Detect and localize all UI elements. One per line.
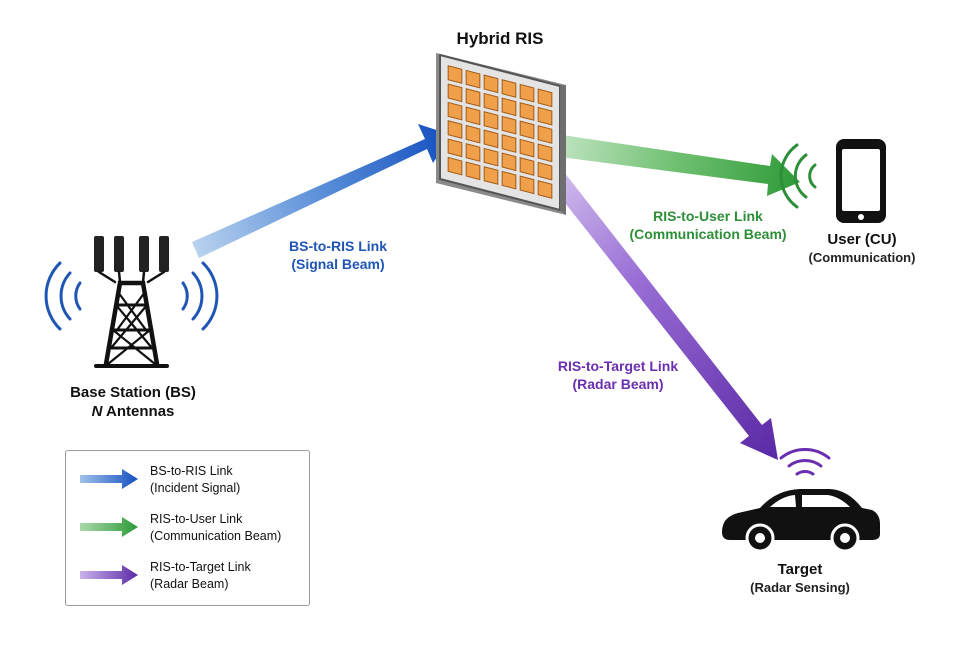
base-station-label: Base Station (BS) N Antennas	[48, 384, 218, 422]
user-label: User (CU) (Communication)	[792, 231, 932, 266]
ris-title: Hybrid RIS	[456, 29, 544, 48]
ris-to-user-label: RIS-to-User Link (Communication Beam)	[618, 208, 798, 243]
smartphone-icon	[836, 139, 886, 223]
ris-element	[519, 157, 535, 176]
wireless-signal-icon	[44, 261, 219, 331]
ris-element	[483, 74, 499, 94]
user-role: (Communication)	[808, 249, 916, 265]
wireless-signal-icon	[779, 143, 817, 209]
wireless-signal-icon	[779, 448, 831, 476]
ris-element	[501, 134, 517, 153]
user-name: User (CU)	[827, 231, 897, 248]
ris-to-target-label-line1: RIS-to-Target Link	[557, 358, 679, 374]
ris-element	[447, 65, 463, 84]
ris-element	[483, 166, 499, 185]
car-icon	[722, 489, 880, 553]
ris-element	[537, 143, 553, 163]
legend-item-bs-to-ris: BS-to-RIS Link (Incident Signal)	[66, 463, 309, 503]
legend-arrow-green	[80, 517, 138, 537]
legend-arrow-purple	[80, 565, 138, 585]
target-role: (Radar Sensing)	[750, 579, 850, 595]
antenna-count-text: Antennas	[102, 402, 175, 420]
base-station-antennas: N Antennas	[48, 403, 218, 422]
antenna-count-variable: N	[91, 402, 103, 420]
ris-element	[447, 156, 463, 176]
legend-arrow-blue	[80, 469, 138, 489]
ris-element	[447, 138, 463, 158]
ris-element	[519, 83, 535, 103]
ris-element	[519, 102, 535, 121]
bs-to-ris-label-line2: (Signal Beam)	[291, 255, 385, 272]
bs-to-ris-label: BS-to-RIS Link (Signal Beam)	[268, 238, 408, 273]
ris-element	[501, 152, 517, 172]
ris-element	[537, 125, 553, 144]
legend-text: RIS-to-Target Link (Radar Beam)	[150, 559, 251, 593]
ris-to-target-beam	[539, 158, 778, 460]
cell-tower-icon	[94, 236, 169, 368]
legend-line2: (Incident Signal)	[150, 480, 241, 495]
ris-element	[519, 120, 535, 140]
ris-element	[519, 175, 535, 195]
ris-element	[483, 111, 499, 130]
ris-panel-icon	[436, 53, 566, 215]
bs-to-ris-beam	[192, 124, 452, 258]
ris-element	[537, 180, 553, 199]
legend-item-ris-to-user: RIS-to-User Link (Communication Beam)	[66, 511, 309, 551]
ris-element	[465, 69, 481, 89]
ris-to-target-label: RIS-to-Target Link (Radar Beam)	[538, 358, 698, 393]
ris-to-user-label-line1: RIS-to-User Link	[653, 208, 763, 224]
ris-element	[537, 106, 553, 126]
ris-element	[465, 143, 481, 162]
legend-text: RIS-to-User Link (Communication Beam)	[150, 511, 281, 545]
ris-element	[483, 92, 499, 112]
legend-line1: RIS-to-Target Link	[150, 560, 251, 574]
ris-element	[519, 138, 535, 158]
ris-element	[537, 161, 553, 181]
target-label: Target (Radar Sensing)	[730, 561, 870, 596]
legend-line1: BS-to-RIS Link	[150, 464, 233, 478]
ris-element	[501, 97, 517, 117]
ris-to-user-beam	[560, 135, 800, 196]
ris-element	[465, 161, 481, 181]
bs-to-ris-label-line1: BS-to-RIS Link	[289, 238, 387, 254]
ris-element	[483, 147, 499, 167]
ris-to-user-label-line2: (Communication Beam)	[629, 225, 787, 242]
legend: BS-to-RIS Link (Incident Signal) RIS-to-…	[65, 450, 310, 606]
ris-element	[483, 129, 499, 149]
ris-element	[501, 170, 517, 190]
base-station-name: Base Station (BS)	[70, 384, 196, 401]
ris-element	[501, 79, 517, 98]
legend-item-ris-to-target: RIS-to-Target Link (Radar Beam)	[66, 559, 309, 599]
legend-line1: RIS-to-User Link	[150, 512, 243, 526]
target-name: Target	[777, 561, 823, 578]
ris-element	[465, 124, 481, 144]
ris-element	[465, 88, 481, 107]
legend-line2: (Radar Beam)	[150, 576, 229, 591]
ris-to-target-label-line2: (Radar Beam)	[572, 375, 664, 392]
ris-element	[537, 88, 553, 108]
ris-element	[501, 115, 517, 135]
legend-text: BS-to-RIS Link (Incident Signal)	[150, 463, 240, 497]
ris-element	[447, 83, 463, 103]
ris-element	[465, 106, 481, 126]
legend-line2: (Communication Beam)	[150, 528, 282, 543]
ris-element	[447, 101, 463, 121]
ris-element	[447, 120, 463, 139]
